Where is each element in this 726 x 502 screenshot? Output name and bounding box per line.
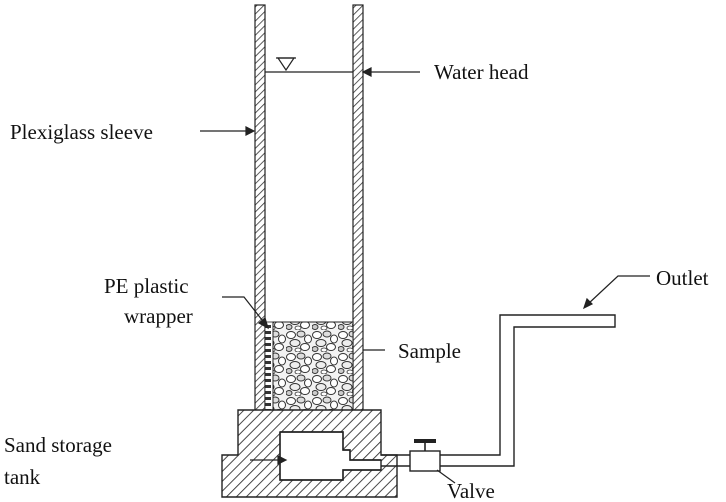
water-level-marker [276, 57, 296, 72]
label-sample: Sample [398, 339, 461, 363]
outlet-pipe [381, 314, 616, 467]
valve-body [409, 450, 441, 472]
sample-fill [272, 321, 354, 426]
label-pe-plastic-line2: wrapper [124, 304, 193, 328]
sleeve-left-wall [254, 4, 266, 446]
label-outlet: Outlet [656, 266, 709, 290]
label-sand-storage-line1: Sand storage [4, 433, 112, 457]
label-water-head: Water head [434, 60, 529, 84]
outlet-leader [587, 275, 650, 305]
valve-leader [436, 469, 456, 484]
label-plexiglass-sleeve: Plexiglass sleeve [10, 120, 153, 144]
label-valve: Valve [447, 479, 495, 502]
sand-storage-tank-base [221, 409, 398, 498]
label-pe-plastic-line1: PE plastic [104, 274, 189, 298]
pe-wrapper-leader [222, 296, 267, 326]
sleeve-right-wall [352, 4, 364, 446]
label-sand-storage-line2: tank [4, 465, 41, 489]
valve-handle [414, 439, 436, 443]
